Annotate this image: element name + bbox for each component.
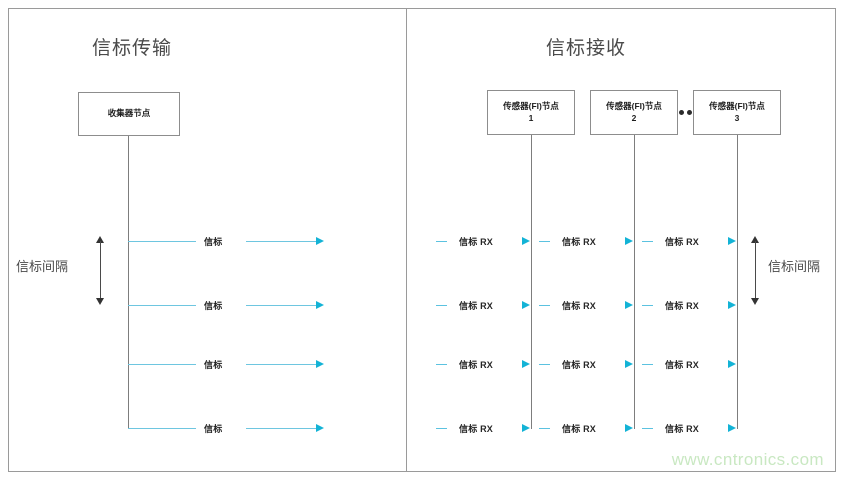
rx-arrow-icon [728,359,736,368]
rx-dash-icon [436,428,447,429]
rx-dash-icon [539,364,550,365]
collector-lifeline [128,136,129,429]
sensor-lifeline-2 [634,135,635,429]
left-panel-title: 信标传输 [92,38,173,59]
ellipsis-dots-icon [679,110,692,115]
rx-label: 信标 RX [562,360,597,370]
beacon-arrow-icon [316,300,324,309]
beacon-arrow-icon [316,236,324,245]
rx-dash-icon [642,428,653,429]
sensor-node-label-1: 传感器(FI)节点 [503,101,559,112]
rx-label: 信标 RX [459,360,494,370]
rx-dash-icon [642,364,653,365]
beacon-label: 信标 [204,237,223,247]
rx-label: 信标 RX [665,301,700,311]
rx-dash-icon [642,241,653,242]
beacon-arrow-icon [316,423,324,432]
sensor-node-index-2: 2 [631,112,637,123]
rx-dash-icon [539,428,550,429]
rx-label: 信标 RX [562,301,597,311]
rx-dash-icon [539,241,550,242]
beacon-label: 信标 [204,424,223,434]
beacon-arrow-icon [316,359,324,368]
rx-arrow-icon [625,236,633,245]
diagram-frame [8,8,836,472]
beacon-line-right [246,305,318,306]
watermark: www.cntronics.com [671,450,824,469]
rx-label: 信标 RX [459,301,494,311]
sensor-node-label-3: 传感器(FI)节点 [709,101,765,112]
rx-arrow-icon [728,300,736,309]
right-panel-title: 信标接收 [546,38,627,59]
sensor-lifeline-1 [531,135,532,429]
rx-dash-icon [436,241,447,242]
rx-arrow-icon [522,359,530,368]
rx-arrow-icon [625,423,633,432]
beacon-line-left [128,364,196,365]
sensor-node-index-3: 3 [734,112,740,123]
rx-label: 信标 RX [665,424,700,434]
beacon-line-left [128,305,196,306]
sensor-lifeline-3 [737,135,738,429]
rx-label: 信标 RX [562,424,597,434]
sensor-node-box-3[interactable]: 传感器(FI)节点 3 [693,90,781,135]
rx-label: 信标 RX [562,237,597,247]
rx-arrow-icon [522,423,530,432]
rx-arrow-icon [522,236,530,245]
rx-arrow-icon [728,423,736,432]
rx-label: 信标 RX [665,360,700,370]
right-beacon-interval-label: 信标间隔 [768,259,821,274]
rx-dash-icon [436,364,447,365]
beacon-line-right [246,428,318,429]
sensor-node-label-2: 传感器(FI)节点 [606,101,662,112]
panel-divider [406,9,407,471]
beacon-line-right [246,241,318,242]
beacon-label: 信标 [204,360,223,370]
rx-dash-icon [436,305,447,306]
sensor-node-box-1[interactable]: 传感器(FI)节点 1 [487,90,575,135]
rx-arrow-icon [522,300,530,309]
sensor-node-index-1: 1 [528,112,534,123]
beacon-label: 信标 [204,301,223,311]
beacon-line-left [128,428,196,429]
rx-label: 信标 RX [459,424,494,434]
rx-dash-icon [539,305,550,306]
rx-arrow-icon [625,359,633,368]
collector-node-box[interactable]: 收集器节点 [78,92,180,136]
left-beacon-interval-label: 信标间隔 [16,259,69,274]
sensor-node-box-2[interactable]: 传感器(FI)节点 2 [590,90,678,135]
beacon-line-right [246,364,318,365]
collector-node-label: 收集器节点 [107,108,151,119]
beacon-line-left [128,241,196,242]
rx-dash-icon [642,305,653,306]
rx-arrow-icon [728,236,736,245]
rx-arrow-icon [625,300,633,309]
rx-label: 信标 RX [459,237,494,247]
rx-label: 信标 RX [665,237,700,247]
